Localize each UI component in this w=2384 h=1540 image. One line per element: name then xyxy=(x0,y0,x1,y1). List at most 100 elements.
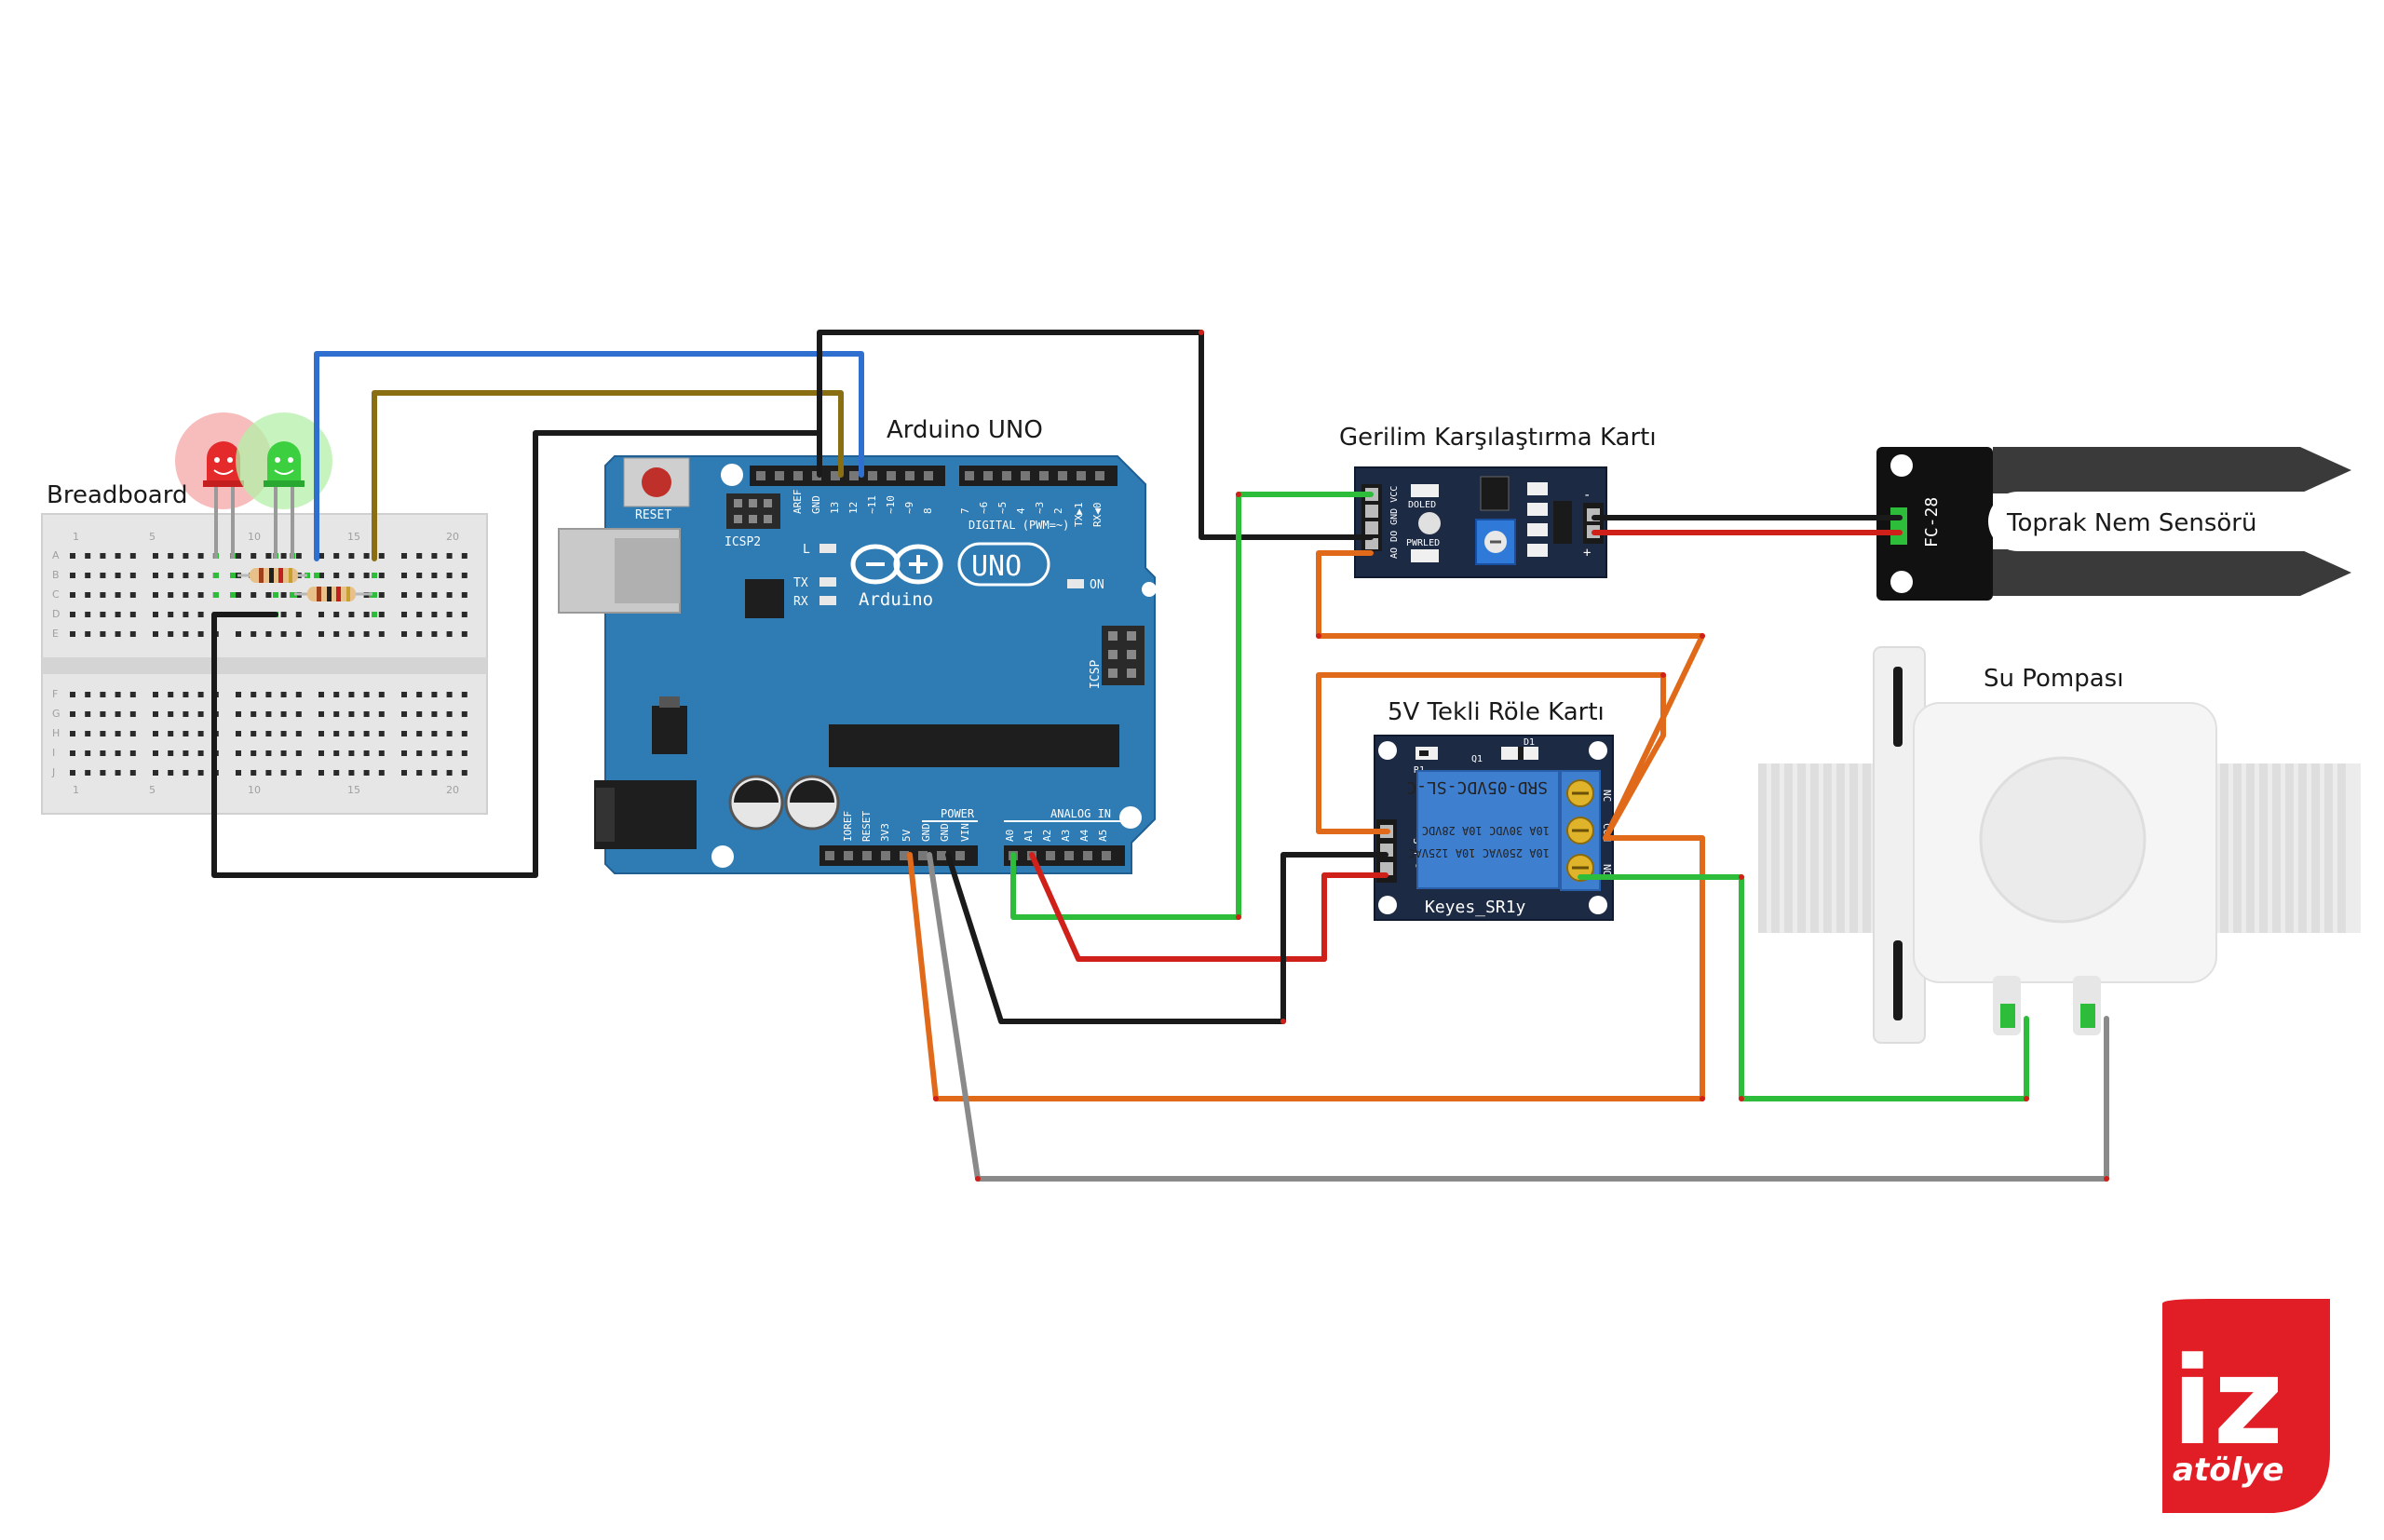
breadboard-hole xyxy=(153,711,158,717)
breadboard-hole xyxy=(115,711,121,717)
breadboard-hole xyxy=(363,750,370,756)
pin-label-a2: A2 xyxy=(1041,830,1053,842)
thread-ridge xyxy=(1810,763,1819,933)
voltage-comparator-module: AO DO GND VCC DOLED PWRLED - + xyxy=(1354,466,1607,578)
breadboard-hole xyxy=(85,592,91,598)
breadboard-hole xyxy=(318,692,324,697)
breadboard-hole xyxy=(236,592,241,598)
breadboard-hole xyxy=(280,750,287,756)
comparator-chip xyxy=(1480,476,1510,511)
breadboard-hole xyxy=(378,553,385,559)
pin-label-aref: AREF xyxy=(792,490,804,515)
reset-button[interactable] xyxy=(623,457,690,507)
breadboard-hole xyxy=(115,731,121,736)
relay-cube xyxy=(1416,770,1560,889)
breadboard-hole xyxy=(446,770,453,776)
header-pin xyxy=(983,471,993,480)
breadboard-hole xyxy=(333,770,340,776)
breadboard-hole xyxy=(348,770,355,776)
reset-label: RESET xyxy=(635,508,671,522)
breadboard-hole xyxy=(401,631,407,637)
pin-label-6: ~6 xyxy=(978,502,990,514)
label-comparator: Gerilim Karşılaştırma Kartı xyxy=(1339,424,1657,452)
breadboard-hole xyxy=(100,592,106,598)
breadboard-hole xyxy=(401,770,407,776)
breadboard-hole xyxy=(280,592,287,598)
wire-bend-point xyxy=(1321,956,1327,962)
thread-ridge xyxy=(2233,763,2242,933)
breadboard-hole xyxy=(333,731,340,736)
wire-bend-point xyxy=(1280,1019,1286,1024)
breadboard-hole xyxy=(85,750,91,756)
breadboard-hole xyxy=(318,612,324,617)
breadboard-hole xyxy=(251,750,257,756)
breadboard-hole xyxy=(295,631,302,637)
breadboard-hole xyxy=(168,692,174,697)
pin-label-gnd2: GND xyxy=(939,823,951,842)
breadboard-hole xyxy=(333,692,340,697)
thread-ridge xyxy=(1849,763,1858,933)
breadboard-hole xyxy=(280,692,287,697)
breadboard-hole xyxy=(295,692,302,697)
header-pin xyxy=(1102,851,1111,860)
breadboard-hole xyxy=(378,750,385,756)
bb-row-label: I xyxy=(52,747,55,759)
breadboard-hole xyxy=(168,731,174,736)
header-pin xyxy=(965,471,974,480)
breadboard-hole xyxy=(401,553,407,559)
breadboard-hole xyxy=(333,612,340,617)
breadboard-hole xyxy=(70,692,75,697)
breadboard-column-numbers: 1 5 10 15 20 1 5 10 15 20 xyxy=(73,531,459,796)
breadboard-hole xyxy=(401,692,407,697)
pin-label-gnd1: GND xyxy=(920,823,932,842)
comparator-plus-label: + xyxy=(1583,546,1591,561)
breadboard-hole xyxy=(446,553,453,559)
header-pin xyxy=(1064,851,1074,860)
breadboard-hole xyxy=(318,750,324,756)
header-pin xyxy=(1021,471,1030,480)
comparator-pwrled-label: PWRLED xyxy=(1406,538,1440,548)
breadboard-hole xyxy=(70,631,75,637)
breadboard-hole xyxy=(70,770,75,776)
header-pin xyxy=(924,471,933,480)
breadboard-hole xyxy=(236,750,241,756)
breadboard-hole xyxy=(115,692,121,697)
breadboard-hole xyxy=(431,750,438,756)
header-pin xyxy=(1039,471,1049,480)
digital-header-left xyxy=(750,466,945,486)
breadboard-hole xyxy=(401,731,407,736)
pin-label-tx1: TX▶1 xyxy=(1073,503,1085,528)
breadboard-hole xyxy=(401,612,407,617)
voltage-regulator xyxy=(652,706,687,754)
breadboard-hole xyxy=(295,612,302,617)
breadboard-hole xyxy=(168,770,174,776)
relay-rating-1: 10A 30VDC 10A 28VDC xyxy=(1422,824,1550,837)
breadboard-hole xyxy=(446,592,453,598)
breadboard-hole xyxy=(197,612,204,617)
relay-nc-label: NC xyxy=(1601,790,1613,802)
breadboard-hole xyxy=(348,750,355,756)
bb-row-label: D xyxy=(52,608,60,620)
breadboard-hole xyxy=(115,612,121,617)
digital-pin-labels: AREF GND 13 12 ~11 ~10 ~9 8 7 ~6 ~5 4 ~3… xyxy=(792,490,1104,528)
breadboard-hole xyxy=(446,731,453,736)
icsp-header xyxy=(1102,626,1145,685)
wire-bend-point xyxy=(1660,672,1666,678)
pin-label-3: ~3 xyxy=(1034,502,1046,514)
wire-bend-point xyxy=(2104,1176,2109,1182)
breadboard-hole xyxy=(197,750,204,756)
breadboard-hole xyxy=(461,592,467,598)
breadboard-hole xyxy=(251,711,257,717)
breadboard-hole xyxy=(431,612,438,617)
thread-ridge xyxy=(2272,763,2281,933)
breadboard-hole xyxy=(265,731,272,736)
breadboard-hole xyxy=(416,770,423,776)
breadboard-hole xyxy=(129,631,136,637)
breadboard-hole xyxy=(333,631,340,637)
breadboard-hole xyxy=(100,711,106,717)
breadboard-hole xyxy=(265,631,272,637)
bb-row-label: A xyxy=(52,549,60,561)
breadboard-hole xyxy=(363,692,370,697)
resistor xyxy=(294,587,372,601)
digital-pins xyxy=(756,471,1104,480)
